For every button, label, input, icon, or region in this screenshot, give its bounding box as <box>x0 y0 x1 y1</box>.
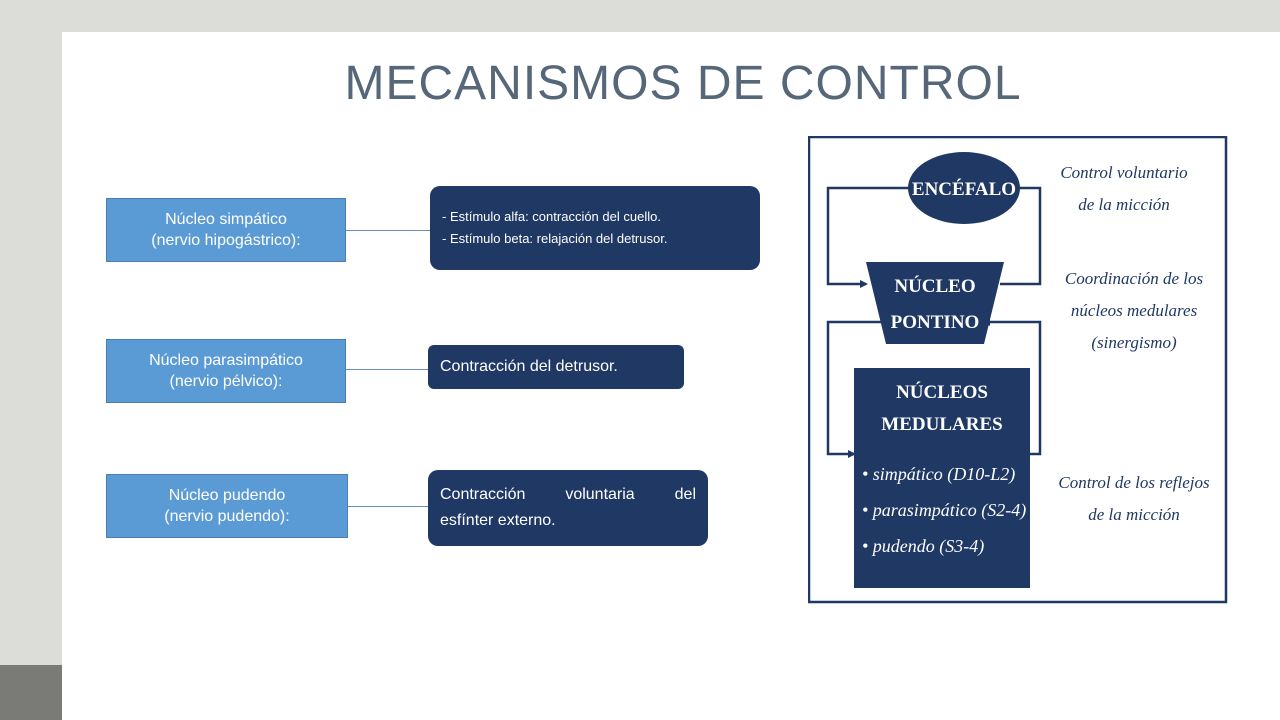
arrow-encefalo-to-pontino <box>826 186 918 288</box>
encefalo-ellipse <box>908 152 1020 224</box>
side-accent-bar <box>0 665 62 720</box>
nucleus-simpatico-box: Núcleo simpático (nervio hipogástrico): <box>106 198 346 262</box>
annotation-coordinacion-line3: (sinergismo) <box>1091 333 1177 352</box>
nucleus-name: Núcleo simpático <box>165 211 287 228</box>
pontino-label-line1: NÚCLEO <box>894 275 975 297</box>
effect-pudendo-box: Contracción voluntaria del esfínter exte… <box>428 470 708 546</box>
medulares-item-parasimpatico: • parasimpático (S2-4) <box>862 500 1026 521</box>
connector-line <box>348 506 428 507</box>
annotation-reflejos-line1: Control de los reflejos <box>1058 473 1210 492</box>
connector-line <box>346 230 430 231</box>
effect-line: Contracción del detrusor. <box>440 358 618 375</box>
nucleus-nerve: (nervio hipogástrico): <box>151 232 301 249</box>
medulares-item-simpatico: • simpático (D10-L2) <box>862 464 1015 485</box>
connector-line <box>346 369 428 370</box>
medulares-label-line1: NÚCLEOS <box>896 381 988 403</box>
nucleus-name: Núcleo pudendo <box>168 487 286 504</box>
nucleus-nerve: (nervio pudendo): <box>164 508 290 525</box>
annotation-coordinacion-line1: Coordinación de los <box>1065 269 1204 288</box>
slide: MECANISMOS DE CONTROL Núcleo simpático (… <box>62 32 1280 720</box>
nucleus-nerve: (nervio pélvico): <box>169 373 283 390</box>
medulares-label-line2: MEDULARES <box>881 414 1002 435</box>
effect-line: esfínter externo. <box>440 512 556 529</box>
annotation-coordinacion-line2: núcleos medulares <box>1071 301 1198 320</box>
control-diagram: ENCÉFALO NÚCLEO PONTINO NÚCLEOS MEDULARE… <box>808 136 1228 604</box>
pontino-trapezoid <box>866 262 1004 344</box>
encefalo-label: ENCÉFALO <box>912 178 1016 200</box>
annotation-voluntario-line1: Control voluntario <box>1060 163 1187 182</box>
annotation-voluntario-line2: de la micción <box>1078 195 1170 214</box>
medulares-box <box>854 368 1030 588</box>
effect-line: - Estímulo beta: relajación del detrusor… <box>442 231 668 246</box>
effect-parasimpatico-box: Contracción del detrusor. <box>428 345 684 389</box>
arrow-medulares-to-pontino <box>982 318 1042 456</box>
effect-line: - Estímulo alfa: contracción del cuello. <box>442 209 661 224</box>
annotation-reflejos-line2: de la micción <box>1088 505 1180 524</box>
control-diagram-svg: ENCÉFALO NÚCLEO PONTINO NÚCLEOS MEDULARE… <box>808 136 1228 604</box>
effect-line: Contracción voluntaria del <box>440 486 696 503</box>
medulares-item-pudendo: • pudendo (S3-4) <box>862 536 984 557</box>
slide-title: MECANISMOS DE CONTROL <box>344 57 1022 110</box>
nucleus-pudendo-box: Núcleo pudendo (nervio pudendo): <box>106 474 348 538</box>
nucleus-parasimpatico-box: Núcleo parasimpático (nervio pélvico): <box>106 339 346 403</box>
effect-simpatico-box: - Estímulo alfa: contracción del cuello.… <box>430 186 760 270</box>
pontino-label-line2: PONTINO <box>891 312 980 333</box>
arrow-pontino-to-medulares <box>826 320 886 458</box>
nucleus-name: Núcleo parasimpático <box>149 352 303 369</box>
arrow-pontino-to-encefalo <box>1000 184 1042 286</box>
